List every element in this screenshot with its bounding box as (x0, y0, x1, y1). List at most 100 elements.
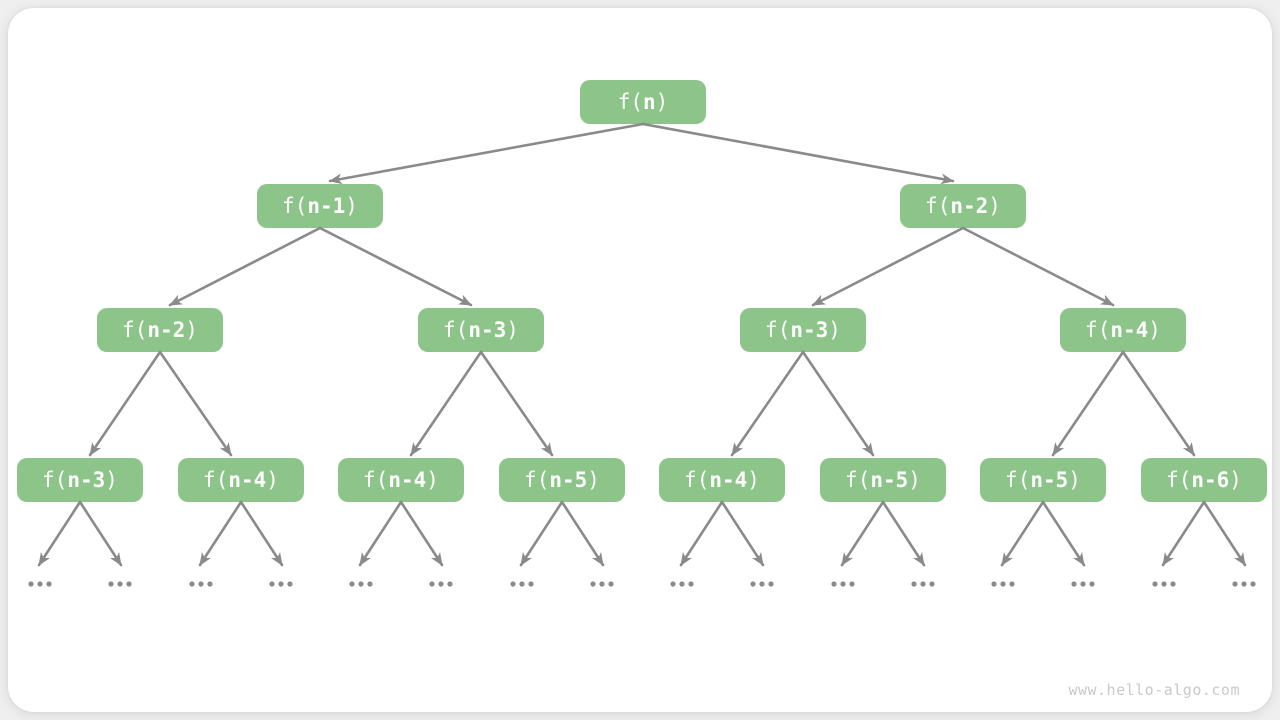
ellipsis-dot (849, 581, 855, 587)
edge-arrow (560, 500, 605, 567)
tree-node: f(n-3) (418, 308, 544, 352)
tree-node-box (740, 308, 866, 352)
tree-node: f(n-4) (338, 458, 464, 502)
node-label: f(n-5) (1005, 468, 1081, 492)
ellipsis-dot (1080, 581, 1086, 587)
ellipsis-dot (688, 581, 694, 587)
tree-node: f(n-5) (499, 458, 625, 502)
ellipsis-dot (126, 581, 132, 587)
ellipsis-dot (759, 581, 765, 587)
tree-node-box (659, 458, 785, 502)
ellipsis-dot (358, 581, 364, 587)
ellipsis-dot (429, 581, 435, 587)
edge-arrow (961, 226, 1115, 307)
ellipsis-dot (1089, 581, 1095, 587)
ellipsis-dot (1241, 581, 1247, 587)
ellipsis-dot (1250, 581, 1256, 587)
node-label: f(n-4) (363, 468, 439, 492)
edge-arrow (239, 500, 284, 567)
ellipsis (670, 581, 694, 587)
tree-node-box (17, 458, 143, 502)
tree-node-box (338, 458, 464, 502)
ellipsis-dot (1170, 581, 1176, 587)
ellipsis-dot (1071, 581, 1077, 587)
ellipsis-dot (831, 581, 837, 587)
ellipsis-dot (207, 581, 213, 587)
ellipsis (269, 581, 293, 587)
tree-node: f(n-2) (900, 184, 1026, 228)
edge-arrow (840, 500, 885, 567)
ellipsis (1152, 581, 1176, 587)
ellipsis-dot (1161, 581, 1167, 587)
edge-arrow (399, 500, 444, 567)
node-label: f(n-5) (524, 468, 600, 492)
ellipsis-dot (269, 581, 275, 587)
edge-arrow (37, 500, 82, 567)
tree-node: f(n-4) (1060, 308, 1186, 352)
ellipsis-dot (189, 581, 195, 587)
ellipsis-dot (198, 581, 204, 587)
ellipsis-dot (840, 581, 846, 587)
watermark: www.hello-algo.com (1068, 681, 1240, 699)
edge-arrow (479, 350, 554, 457)
edge-arrow (1051, 350, 1125, 457)
ellipsis-dot (670, 581, 676, 587)
ellipsis-dot (590, 581, 596, 587)
edge-arrow (1202, 500, 1247, 567)
ellipsis (590, 581, 614, 587)
edge-arrow (318, 226, 473, 307)
tree-node-box (257, 184, 383, 228)
ellipsis-dot (349, 581, 355, 587)
ellipsis-dot (920, 581, 926, 587)
tree-node: f(n-6) (1141, 458, 1267, 502)
ellipsis-dot (278, 581, 284, 587)
tree-node: f(n-5) (980, 458, 1106, 502)
node-label: f(n-6) (1166, 468, 1242, 492)
tree-node-box (418, 308, 544, 352)
tree-node-box (97, 308, 223, 352)
ellipsis (750, 581, 774, 587)
tree-node: f(n-3) (17, 458, 143, 502)
ellipsis (429, 581, 453, 587)
ellipsis-dot (447, 581, 453, 587)
edge-arrow (730, 350, 805, 457)
tree-node-box (980, 458, 1106, 502)
node-label: f(n-1) (282, 194, 358, 218)
edge-arrow (1000, 500, 1045, 567)
ellipsis-dot (510, 581, 516, 587)
tree-node: f(n-2) (97, 308, 223, 352)
edge-arrow (168, 226, 322, 307)
tree-node-box (580, 80, 706, 124)
tree-node: f(n-4) (178, 458, 304, 502)
edge-arrow (358, 500, 403, 567)
ellipsis (1071, 581, 1095, 587)
ellipsis-dot (28, 581, 34, 587)
node-label: f(n-3) (42, 468, 118, 492)
ellipsis-dot (108, 581, 114, 587)
ellipsis-dot (46, 581, 52, 587)
ellipsis-dot (37, 581, 43, 587)
ellipsis-dot (679, 581, 685, 587)
ellipsis (28, 581, 52, 587)
node-label: f(n-5) (845, 468, 921, 492)
ellipsis (510, 581, 534, 587)
node-label: f(n-3) (765, 318, 841, 342)
tree-node-box (178, 458, 304, 502)
node-label: f(n-4) (203, 468, 279, 492)
tree-node: f(n-4) (659, 458, 785, 502)
edge-arrow (641, 122, 955, 185)
edge-arrow (519, 500, 564, 567)
ellipsis-dot (911, 581, 917, 587)
ellipsis-dot (528, 581, 534, 587)
node-label: f(n-4) (1085, 318, 1161, 342)
ellipsis-dot (608, 581, 614, 587)
tree-node: f(n-5) (820, 458, 946, 502)
ellipsis-dot (519, 581, 525, 587)
ellipsis-dot (1000, 581, 1006, 587)
ellipsis-dot (599, 581, 605, 587)
edge-arrow (158, 350, 233, 457)
edge-arrow (881, 500, 926, 567)
node-label: f(n-2) (925, 194, 1001, 218)
edge-arrow (1161, 500, 1206, 567)
ellipsis-dot (438, 581, 444, 587)
